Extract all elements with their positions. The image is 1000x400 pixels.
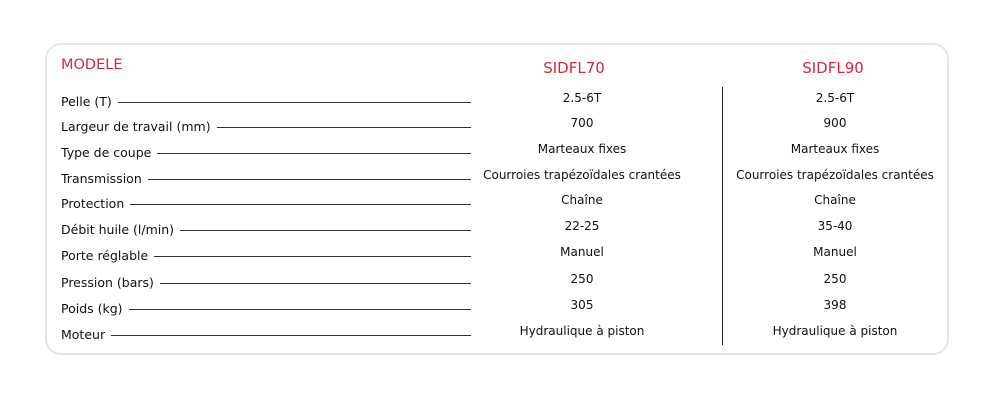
- row-label: Débit huile (l/min): [61, 221, 175, 237]
- cell-sidfl90: Hydraulique à piston: [772, 324, 898, 338]
- cell-sidfl90: 35-40: [817, 219, 853, 233]
- row-label: Transmission: [61, 170, 142, 186]
- table-row: Largeur de travail (mm) 700 900: [47, 116, 947, 136]
- table-row: Protection Chaîne Chaîne: [47, 193, 947, 213]
- cell-sidfl70: 2.5-6T: [562, 91, 602, 105]
- table-row: Type de coupe Marteaux fixes Marteaux fi…: [47, 142, 947, 162]
- leader-line: [117, 101, 471, 103]
- leader-line: [147, 178, 471, 180]
- cell-sidfl70: Manuel: [560, 245, 604, 259]
- leader-line: [111, 334, 471, 336]
- row-label: Moteur: [61, 326, 106, 342]
- cell-sidfl90: 2.5-6T: [815, 91, 855, 105]
- table-row: Transmission Courroies trapézoïdales cra…: [47, 168, 947, 188]
- cell-sidfl90: Marteaux fixes: [790, 142, 880, 156]
- cell-sidfl90: 398: [823, 298, 847, 312]
- row-label: Largeur de travail (mm): [61, 118, 211, 134]
- row-label: Protection: [61, 195, 125, 211]
- cell-sidfl70: Hydraulique à piston: [519, 324, 645, 338]
- cell-sidfl70: Chaîne: [561, 193, 603, 207]
- table-row: Poids (kg) 305 398: [47, 298, 947, 318]
- column-header-model-label: MODELE: [61, 57, 123, 73]
- row-label: Type de coupe: [61, 144, 152, 160]
- table-row: Moteur Hydraulique à piston Hydraulique …: [47, 324, 947, 344]
- row-label: Poids (kg): [61, 300, 123, 316]
- leader-line: [157, 152, 471, 154]
- cell-sidfl90: Manuel: [813, 245, 857, 259]
- table-row: Débit huile (l/min) 22-25 35-40: [47, 219, 947, 239]
- cell-sidfl70: 22-25: [564, 219, 600, 233]
- cell-sidfl90: 900: [823, 116, 847, 130]
- table-row: Pelle (T) 2.5-6T 2.5-6T: [47, 91, 947, 111]
- column-header-sidfl70: SIDFL70: [543, 59, 605, 77]
- leader-line: [154, 255, 471, 257]
- row-label: Pelle (T): [61, 93, 112, 109]
- row-label: Pression (bars): [61, 274, 154, 290]
- cell-sidfl70: Marteaux fixes: [537, 142, 627, 156]
- cell-sidfl70: Courroies trapézoïdales crantées: [483, 168, 681, 182]
- cell-sidfl90: Courroies trapézoïdales crantées: [736, 168, 934, 182]
- column-header-sidfl90: SIDFL90: [802, 59, 864, 77]
- leader-line: [216, 126, 471, 128]
- row-label: Porte réglable: [61, 247, 149, 263]
- table-row: Porte réglable Manuel Manuel: [47, 245, 947, 265]
- leader-line: [128, 308, 471, 310]
- cell-sidfl90: 250: [823, 272, 847, 286]
- leader-line: [159, 282, 471, 284]
- leader-line: [130, 203, 471, 205]
- table-row: Pression (bars) 250 250: [47, 272, 947, 292]
- column-divider: [722, 87, 723, 345]
- cell-sidfl70: 700: [570, 116, 594, 130]
- leader-line: [180, 229, 471, 231]
- spec-table-card: MODELE SIDFL70 SIDFL90 Pelle (T) 2.5-6T …: [45, 43, 949, 355]
- cell-sidfl90: Chaîne: [814, 193, 856, 207]
- cell-sidfl70: 250: [570, 272, 594, 286]
- cell-sidfl70: 305: [570, 298, 594, 312]
